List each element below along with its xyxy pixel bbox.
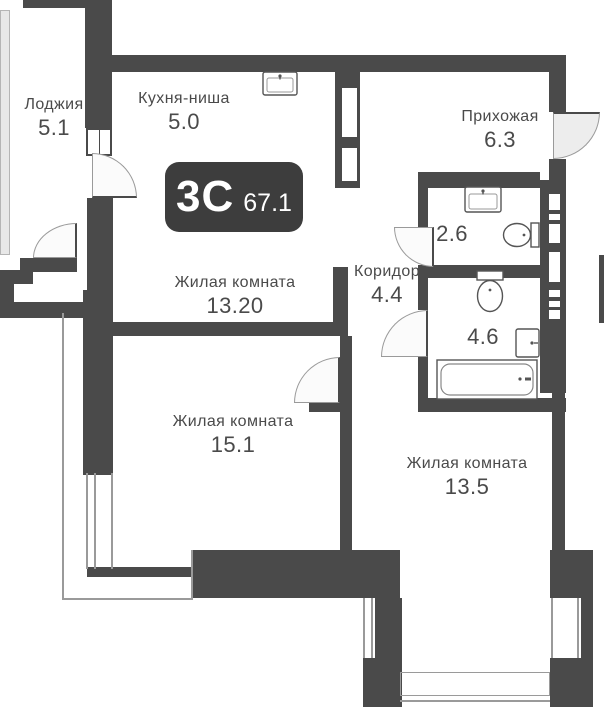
wall	[110, 55, 566, 72]
wall	[550, 550, 593, 598]
bay-outline	[62, 598, 193, 600]
room-label-loggia: Лоджия 5.1	[24, 96, 84, 140]
vent-niche	[549, 252, 560, 282]
wall	[83, 290, 113, 475]
wc-toilet-icon	[502, 220, 540, 250]
bathtub-icon	[436, 359, 538, 400]
wall	[0, 302, 85, 318]
wall	[549, 159, 566, 182]
bay-outline	[191, 550, 193, 600]
wall	[599, 255, 604, 323]
bay-window-line	[86, 473, 88, 569]
wc-door-arc	[394, 227, 434, 267]
vent-niche	[342, 88, 357, 137]
wall	[418, 278, 428, 310]
room-label-living3: Жилая комната 13.5	[406, 455, 528, 499]
bay-outline	[62, 313, 64, 600]
room-label-corridor: Коридор 4.4	[354, 263, 420, 307]
bay-window-line	[400, 700, 550, 702]
wall	[193, 550, 400, 598]
loggia-door-arc	[92, 153, 137, 198]
wall	[85, 0, 112, 128]
wall	[581, 598, 593, 658]
wall	[550, 658, 593, 707]
vent-niche	[549, 194, 560, 210]
bay-window-line	[551, 598, 553, 658]
wall	[23, 0, 112, 8]
wall	[20, 258, 77, 272]
bay-window-band	[400, 672, 550, 696]
wall	[340, 336, 352, 550]
bathroom-door-arc	[381, 310, 428, 357]
vent-niche	[549, 310, 560, 319]
layout-type: 3С	[176, 172, 235, 221]
room-label-bathroom: 4.6	[467, 324, 499, 349]
wall	[363, 658, 402, 707]
loggia-window	[86, 128, 112, 156]
room-label-hallway: Прихожая 6.3	[461, 108, 539, 152]
vent-niche	[342, 148, 357, 181]
wall	[113, 322, 348, 336]
room-label-living2: Жилая комната 15.1	[172, 413, 294, 457]
wall	[375, 598, 402, 658]
entrance-door-arc	[553, 112, 600, 159]
room-label-wc: 2.6	[436, 221, 468, 246]
bathroom-washbasin-icon	[515, 328, 540, 358]
wall	[418, 172, 540, 188]
total-area: 67.1	[243, 188, 292, 217]
kitchen-sink-icon	[262, 71, 298, 96]
living2-door-arc	[294, 357, 340, 403]
bay-window-line	[111, 473, 113, 569]
wall	[549, 55, 566, 112]
wall	[418, 172, 428, 227]
loggia-glazing	[0, 10, 10, 255]
apartment-type-badge: 3С 67.1	[165, 162, 303, 232]
bay-window-line	[371, 598, 373, 658]
wall	[87, 567, 193, 577]
bay-window-line	[363, 598, 365, 658]
bathroom-toilet-icon	[474, 270, 506, 314]
wall-vent-shaft	[540, 180, 566, 393]
wc-sink-icon	[464, 186, 502, 213]
wall	[418, 357, 428, 412]
vent-niche	[549, 290, 560, 297]
vent-niche	[549, 224, 560, 243]
bay-window-line	[577, 598, 579, 658]
wall	[333, 267, 348, 335]
wall	[309, 402, 352, 412]
vent-niche	[549, 301, 560, 307]
wall	[552, 393, 565, 553]
room-label-living1: Жилая комната 13.20	[174, 274, 296, 318]
vent-niche	[549, 214, 560, 220]
room-label-kitchen: Кухня-ниша 5.0	[138, 90, 230, 134]
loggia-partition-door-arc	[33, 223, 77, 258]
wall	[418, 398, 566, 412]
bay-window-line	[94, 473, 96, 569]
